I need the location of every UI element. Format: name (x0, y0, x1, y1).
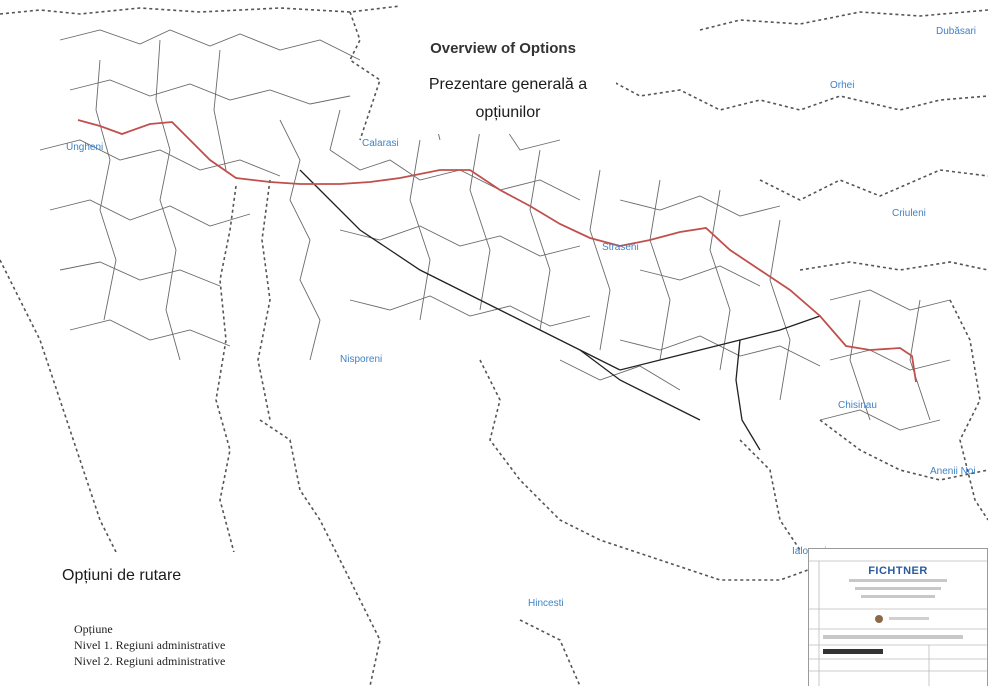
boundary-hincesti-north (479, 359, 809, 581)
region-label-chisinau: Chisinau (838, 400, 877, 411)
region-label-orhei: Orhei (830, 80, 855, 91)
region-label-ungheni: Ungheni (66, 142, 104, 153)
legend-item-route: Opțiune (74, 622, 113, 636)
roads (299, 169, 821, 451)
region-label-calarasi: Calarasi (362, 138, 399, 149)
legend-item-level1: Nivel 1. Regiuni administrative (74, 638, 226, 652)
level2-boundaries (0, 5, 988, 686)
boundary-calarasi-west (348, 11, 381, 141)
boundary-ialoveni (739, 439, 801, 551)
region-label-straseni: Straseni (602, 242, 639, 253)
boundary-north (0, 5, 401, 15)
map-title-ro-line1: Prezentare generală a (428, 76, 588, 93)
boundary-east (949, 299, 988, 521)
map-title-en: Overview of Options (430, 40, 576, 57)
boundary-anenii (819, 419, 988, 481)
boundary-hincesti-west (259, 419, 381, 686)
legend-title: Opțiuni de rutare (62, 567, 182, 584)
region-label-criuleni: Criuleni (892, 208, 926, 219)
boundary-west-edge (0, 259, 121, 561)
title-block-grid (809, 560, 987, 686)
boundary-west-inner (215, 185, 237, 561)
boundary-west-inner2 (257, 179, 271, 421)
region-label-dubasari: Dubăsari (936, 26, 977, 37)
map-title-ro-line2: opțiunilor (475, 104, 541, 121)
title-block: FICHTNER (808, 548, 988, 686)
boundary-criuleni-north (759, 169, 988, 201)
region-label-nisporeni: Nisporeni (340, 354, 383, 365)
region-label-hincesti: Hincesti (528, 598, 564, 609)
company-logo: FICHTNER (868, 565, 928, 577)
route-option (77, 119, 917, 383)
boundary-orhei-north (699, 9, 988, 31)
legend-panel (0, 552, 300, 686)
region-label-anenii: Anenii Noi (930, 466, 976, 477)
legend-item-level2: Nivel 2. Regiuni administrative (74, 654, 226, 668)
title-panel (388, 30, 616, 134)
boundary-orhei-south (609, 79, 988, 111)
boundary-hincesti-south (519, 619, 581, 686)
boundary-criuleni-south (799, 261, 988, 271)
